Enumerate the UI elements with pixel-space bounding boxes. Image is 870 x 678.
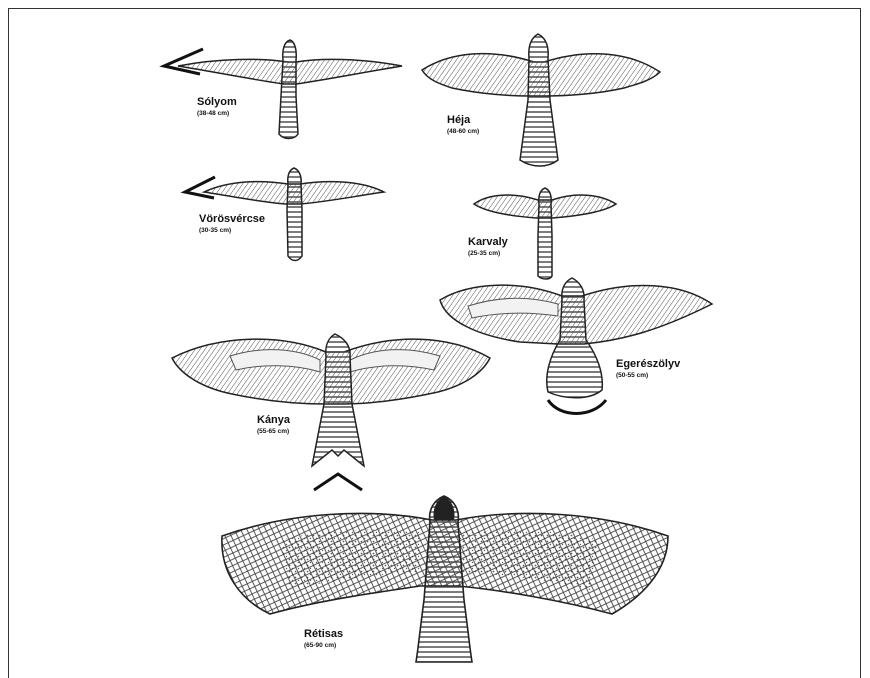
retisas-size: (65-90 cm)	[304, 641, 343, 650]
bird-karvaly	[474, 188, 616, 279]
heja-size: (48-60 cm)	[447, 127, 479, 136]
vorosvercse-size: (30-35 cm)	[199, 226, 265, 235]
solyom-size: (38-48 cm)	[197, 109, 237, 118]
retisas-name: Rétisas	[304, 628, 343, 641]
bird-egereszolyv	[440, 278, 712, 414]
label-solyom: Sólyom (38-48 cm)	[197, 96, 237, 118]
solyom-name: Sólyom	[197, 96, 237, 109]
vorosvercse-flight-chevron	[185, 177, 215, 198]
egereszolyv-tail-curve	[548, 400, 606, 414]
label-retisas: Rétisas (65-90 cm)	[304, 628, 343, 650]
label-karvaly: Karvaly (25-35 cm)	[468, 236, 508, 258]
label-egereszolyv: Egerészölyv (50-55 cm)	[616, 358, 680, 380]
bird-retisas	[222, 496, 668, 662]
egereszolyv-size: (50-55 cm)	[616, 371, 680, 380]
label-vorosvercse: Vörösvércse (30-35 cm)	[199, 213, 265, 235]
kanya-name: Kánya	[257, 414, 290, 427]
label-heja: Héja (48-60 cm)	[447, 114, 479, 136]
vorosvercse-name: Vörösvércse	[199, 213, 265, 226]
solyom-flight-chevron	[164, 49, 203, 74]
vorosvercse-body	[287, 168, 302, 261]
solyom-body	[279, 40, 298, 139]
bird-heja	[422, 34, 660, 166]
egereszolyv-name: Egerészölyv	[616, 358, 680, 371]
heja-body	[520, 34, 558, 166]
label-kanya: Kánya (55-65 cm)	[257, 414, 290, 436]
bird-kanya	[172, 334, 490, 490]
kanya-tail-chevron	[314, 474, 362, 490]
karvaly-name: Karvaly	[468, 236, 508, 249]
kanya-size: (55-65 cm)	[257, 427, 290, 436]
karvaly-size: (25-35 cm)	[468, 249, 508, 258]
heja-name: Héja	[447, 114, 479, 127]
karvaly-body	[538, 188, 552, 279]
bird-solyom	[164, 40, 402, 139]
